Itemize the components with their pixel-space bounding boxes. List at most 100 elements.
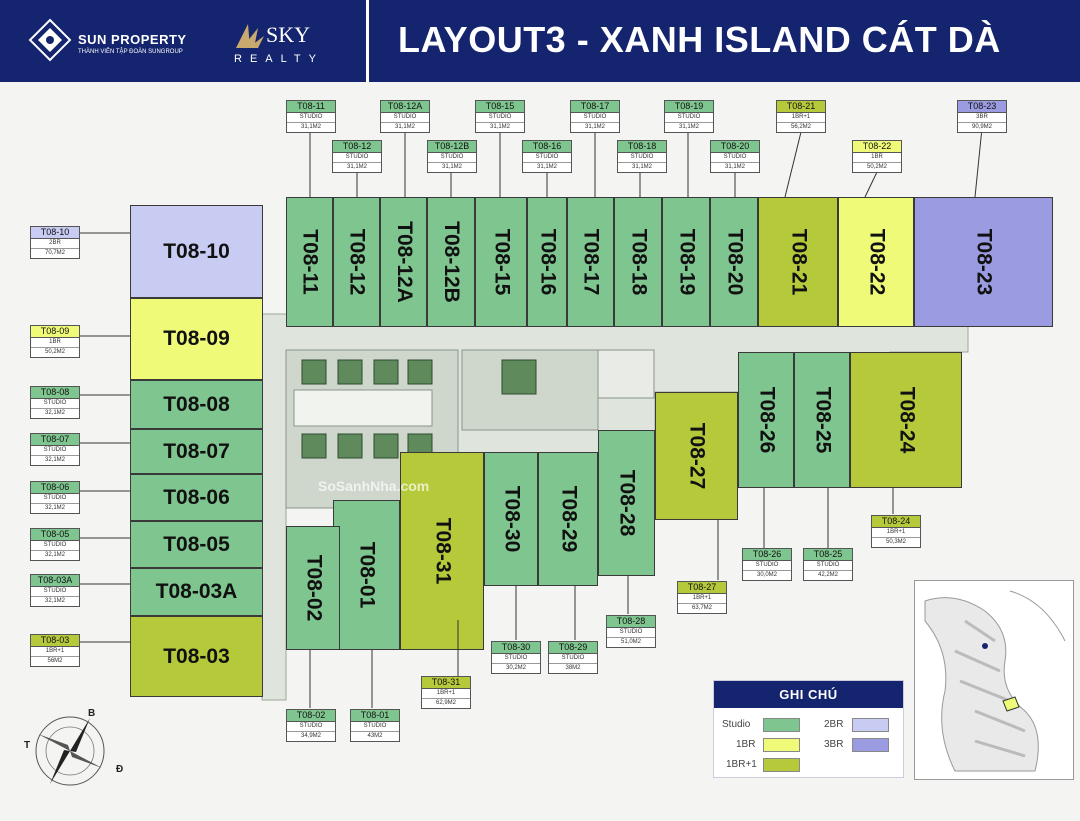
unit-label: T08-20 [723,228,747,296]
unit-label: T08-09 [163,327,230,350]
unit-t08-29[interactable]: T08-29 [538,452,598,586]
unit-t08-20[interactable]: T08-20 [710,197,758,327]
unit-t08-16[interactable]: T08-16 [527,197,567,327]
legend-swatch-1br [763,738,800,752]
page-title: LAYOUT3 - XANH ISLAND CÁT DÀ [398,19,1001,60]
tag-type: STUDIO [31,494,79,504]
tag-name: T08-25 [804,549,852,561]
unit-label: T08-10 [163,239,230,263]
unit-t08-17[interactable]: T08-17 [567,197,614,327]
tag-name: T08-31 [422,677,470,689]
unit-t08-12a[interactable]: T08-12A [380,197,427,327]
tag-name: T08-19 [665,101,713,113]
tag-area: 50,2M2 [44,349,65,355]
tag-area: 50,3M2 [885,539,906,545]
tag-name: T08-20 [711,141,759,153]
unit-label: T08-22 [864,228,888,296]
tag-area: 31,1M2 [489,124,510,130]
legend-label-1br-plus: 1BR+1 [726,759,757,770]
unit-label: T08-21 [786,228,810,296]
tag-name: T08-06 [31,482,79,494]
tag-name: T08-29 [549,642,597,654]
unit-t08-15[interactable]: T08-15 [475,197,527,327]
unit-t08-21[interactable]: T08-21 [758,197,838,327]
unit-t08-18[interactable]: T08-18 [614,197,662,327]
unit-label: T08-16 [536,228,560,296]
unit-t08-31[interactable]: T08-31 [400,452,484,650]
tag-name: T08-02 [287,710,335,722]
unit-label: T08-03A [155,580,238,603]
legend-box: GHI CHÚ Studio 1BR 1BR+1 2BR 3BR [713,680,904,778]
unit-label: T08-30 [500,485,524,553]
tag-name: T08-08 [31,387,79,399]
unit-t08-09[interactable]: T08-09 [130,298,263,380]
unit-label: T08-28 [615,469,639,537]
unit-label: T08-15 [490,228,514,296]
unit-t08-12[interactable]: T08-12 [333,197,380,327]
legend-swatch-2br [852,718,889,732]
unit-t08-30[interactable]: T08-30 [484,452,538,586]
tag-area: 34,9M2 [300,733,321,739]
header-banner: SUN PROPERTY THÀNH VIÊN TẬP ĐOÀN SUNGROU… [0,0,1080,82]
legend-label-2br: 2BR [824,719,844,730]
unit-t08-19[interactable]: T08-19 [662,197,710,327]
unit-t08-03[interactable]: T08-03 [130,616,263,697]
unit-t08-08[interactable]: T08-08 [130,380,263,429]
tag-type: STUDIO [31,399,79,409]
tag-type: 1BR+1 [777,113,825,123]
tag-area: 30,2M2 [505,665,526,671]
unit-label: T08-18 [627,228,651,296]
watermark: SoSanhNha.com [318,478,430,494]
unit-label: T08-17 [579,228,603,296]
tag-area: 31,1M2 [584,124,605,130]
site-minimap [914,580,1074,780]
unit-t08-22[interactable]: T08-22 [838,197,914,327]
logo1-subtitle: THÀNH VIÊN TẬP ĐOÀN SUNGROUP [78,49,183,55]
unit-label: T08-06 [163,485,230,509]
unit-t08-23[interactable]: T08-23 [914,197,1053,327]
unit-t08-02[interactable]: T08-02 [286,526,340,650]
unit-label: T08-12A [392,221,416,303]
unit-t08-11[interactable]: T08-11 [286,197,333,327]
tag-area: 32,1M2 [44,505,65,511]
unit-t08-05[interactable]: T08-05 [130,521,263,568]
unit-t08-24[interactable]: T08-24 [850,352,962,488]
unit-t08-28[interactable]: T08-28 [598,430,655,576]
unit-t08-03a[interactable]: T08-03A [130,568,263,616]
unit-label: T08-31 [430,517,454,585]
unit-t08-10[interactable]: T08-10 [130,205,263,298]
legend-label-3br: 3BR [824,739,844,750]
stair-block [597,349,655,399]
unit-label: T08-05 [163,532,230,556]
unit-t08-07[interactable]: T08-07 [130,429,263,474]
tag-type: 1BR [853,153,901,163]
tag-type: STUDIO [665,113,713,123]
unit-t08-01[interactable]: T08-01 [333,500,400,650]
tag-name: T08-12B [428,141,476,153]
unit-t08-12b[interactable]: T08-12B [427,197,475,327]
unit-t08-25[interactable]: T08-25 [794,352,850,488]
unit-t08-06[interactable]: T08-06 [130,474,263,521]
tag-type: STUDIO [287,722,335,732]
unit-t08-27[interactable]: T08-27 [655,392,738,520]
tag-type: 2BR [31,239,79,249]
tag-area: 51,0M2 [620,639,641,645]
site-map-icon [924,590,1066,772]
unit-label: T08-19 [675,228,699,296]
unit-t08-26[interactable]: T08-26 [738,352,794,488]
tag-area: 38M2 [565,665,581,671]
tag-type: STUDIO [607,628,655,638]
tag-type: 1BR+1 [872,528,920,538]
logo1-title: SUN PROPERTY [78,32,187,47]
